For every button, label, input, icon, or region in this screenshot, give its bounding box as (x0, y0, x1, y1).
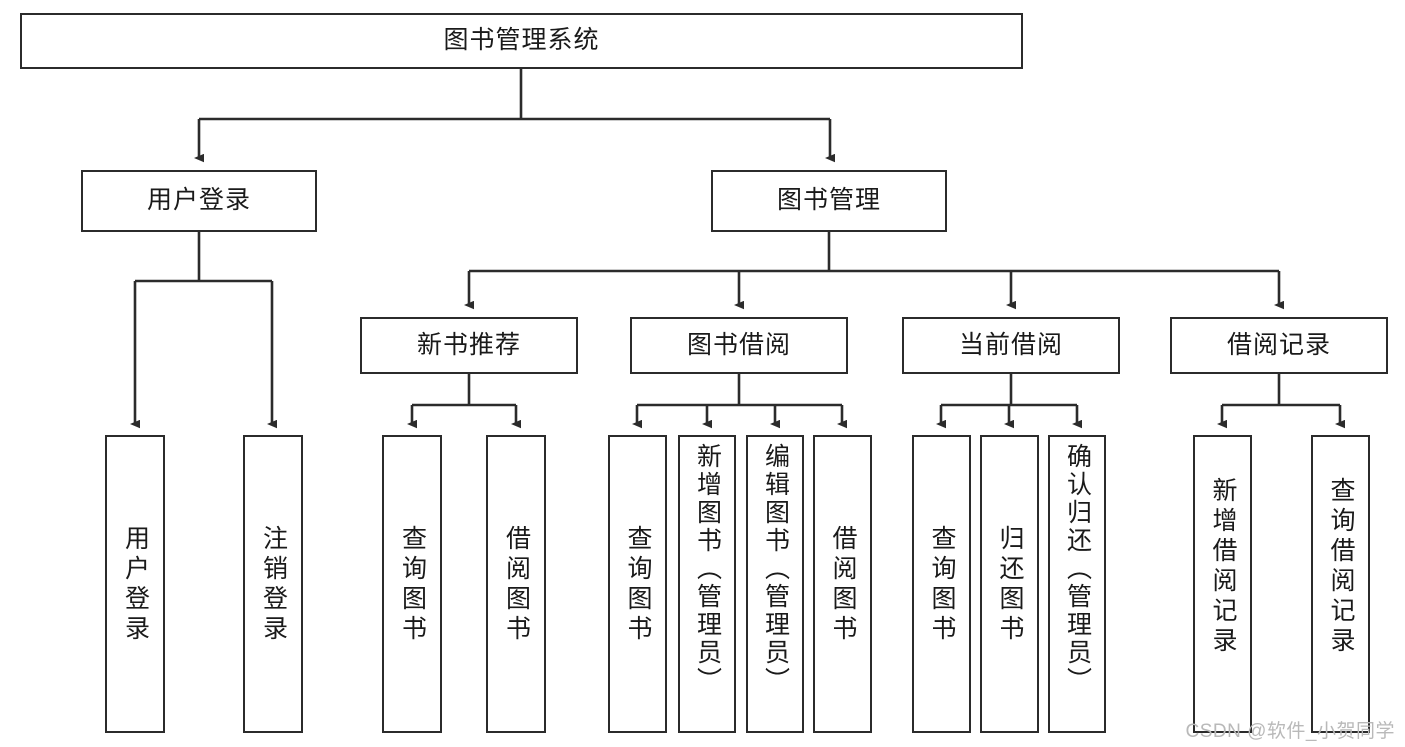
csdn-watermark: CSDN @软件_小贺同学 (1185, 721, 1395, 742)
leaf-add-book-label: 新增图书（管理员） (693, 443, 722, 695)
node-root[interactable]: 图书管理系统 (20, 13, 1023, 69)
node-book-borrow-label: 图书借阅 (686, 330, 791, 359)
leaf-query-book-3[interactable]: 查询图书 (912, 435, 971, 733)
leaf-borrow-book-2[interactable]: 借阅图书 (813, 435, 872, 733)
leaf-add-record-label: 新增借阅记录 (1209, 477, 1237, 657)
leaf-borrow-book-2-label: 借阅图书 (829, 525, 857, 645)
node-current-borrow[interactable]: 当前借阅 (902, 317, 1120, 374)
leaf-query-book-1[interactable]: 查询图书 (382, 435, 442, 733)
leaf-query-record-label: 查询借阅记录 (1327, 477, 1355, 657)
leaf-edit-book-label: 编辑图书（管理员） (761, 443, 790, 695)
leaf-return-book-label: 归还图书 (996, 525, 1024, 645)
leaf-borrow-book-1[interactable]: 借阅图书 (486, 435, 546, 733)
node-book-manage-label: 图书管理 (776, 186, 881, 215)
node-borrow-record-label: 借阅记录 (1226, 330, 1331, 359)
leaf-query-book-2[interactable]: 查询图书 (608, 435, 667, 733)
leaf-borrow-book-1-label: 借阅图书 (502, 525, 531, 645)
node-user-login[interactable]: 用户登录 (81, 170, 317, 232)
leaf-user-login[interactable]: 用户登录 (105, 435, 165, 733)
node-borrow-record[interactable]: 借阅记录 (1170, 317, 1388, 374)
leaf-add-record[interactable]: 新增借阅记录 (1193, 435, 1252, 733)
node-new-book-recommend-label: 新书推荐 (416, 330, 521, 359)
leaf-confirm-return[interactable]: 确认归还（管理员） (1048, 435, 1106, 733)
node-root-label: 图书管理系统 (443, 26, 600, 55)
node-book-manage[interactable]: 图书管理 (711, 170, 947, 232)
node-book-borrow[interactable]: 图书借阅 (630, 317, 848, 374)
leaf-query-record[interactable]: 查询借阅记录 (1311, 435, 1370, 733)
leaf-confirm-return-label: 确认归还（管理员） (1063, 443, 1092, 695)
node-new-book-recommend[interactable]: 新书推荐 (360, 317, 578, 374)
leaf-query-book-3-label: 查询图书 (928, 525, 956, 645)
leaf-query-book-2-label: 查询图书 (624, 525, 652, 645)
leaf-add-book[interactable]: 新增图书（管理员） (678, 435, 736, 733)
node-user-login-label: 用户登录 (146, 186, 251, 215)
leaf-logout-login-label: 注销登录 (259, 525, 288, 645)
leaf-query-book-1-label: 查询图书 (398, 525, 427, 645)
leaf-user-login-label: 用户登录 (121, 525, 150, 645)
leaf-edit-book[interactable]: 编辑图书（管理员） (746, 435, 804, 733)
leaf-logout-login[interactable]: 注销登录 (243, 435, 303, 733)
node-current-borrow-label: 当前借阅 (958, 330, 1063, 359)
leaf-return-book[interactable]: 归还图书 (980, 435, 1039, 733)
